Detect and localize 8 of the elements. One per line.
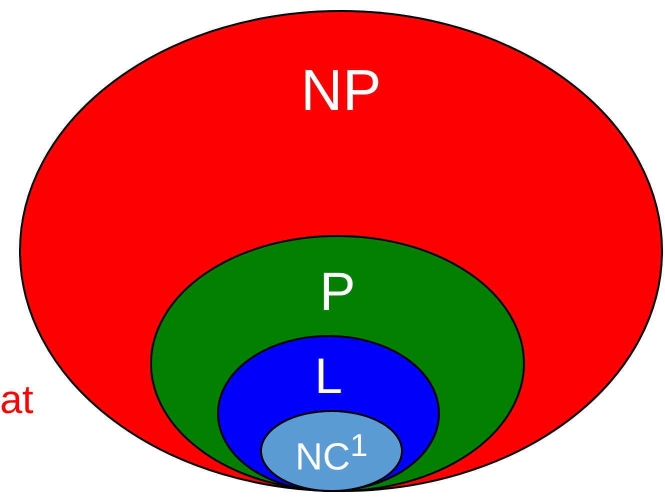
set-ellipse (150, 235, 525, 492)
set-label: NP (300, 62, 382, 120)
set-ellipse (217, 335, 440, 492)
set-ellipse (260, 410, 403, 492)
set-label: L (314, 351, 342, 401)
note-text: at (0, 380, 34, 420)
set-label: P (319, 265, 356, 319)
set-label: NC$^{1}$ (295, 430, 368, 477)
